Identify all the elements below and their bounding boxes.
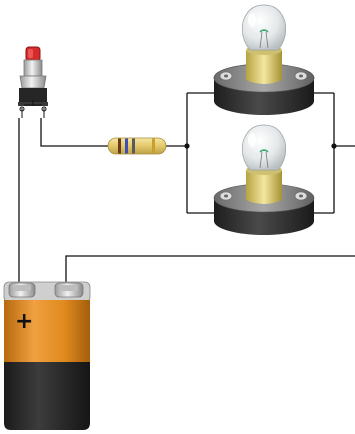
battery-terminal-positive: [8, 282, 36, 298]
light-bulb-1[interactable]: [213, 4, 315, 115]
wire-return-to-battery: [65, 255, 355, 285]
resistor[interactable]: [107, 137, 167, 155]
wire-switch-to-resistor: [40, 118, 110, 147]
junction-left: [184, 143, 190, 149]
battery-terminal-negative: [54, 282, 84, 298]
wires: [18, 92, 355, 285]
battery[interactable]: +: [3, 281, 91, 430]
battery-plus-label: +: [15, 309, 33, 334]
push-button-switch[interactable]: [18, 46, 48, 118]
light-bulb-2[interactable]: [213, 124, 315, 235]
junction-right: [331, 143, 337, 149]
